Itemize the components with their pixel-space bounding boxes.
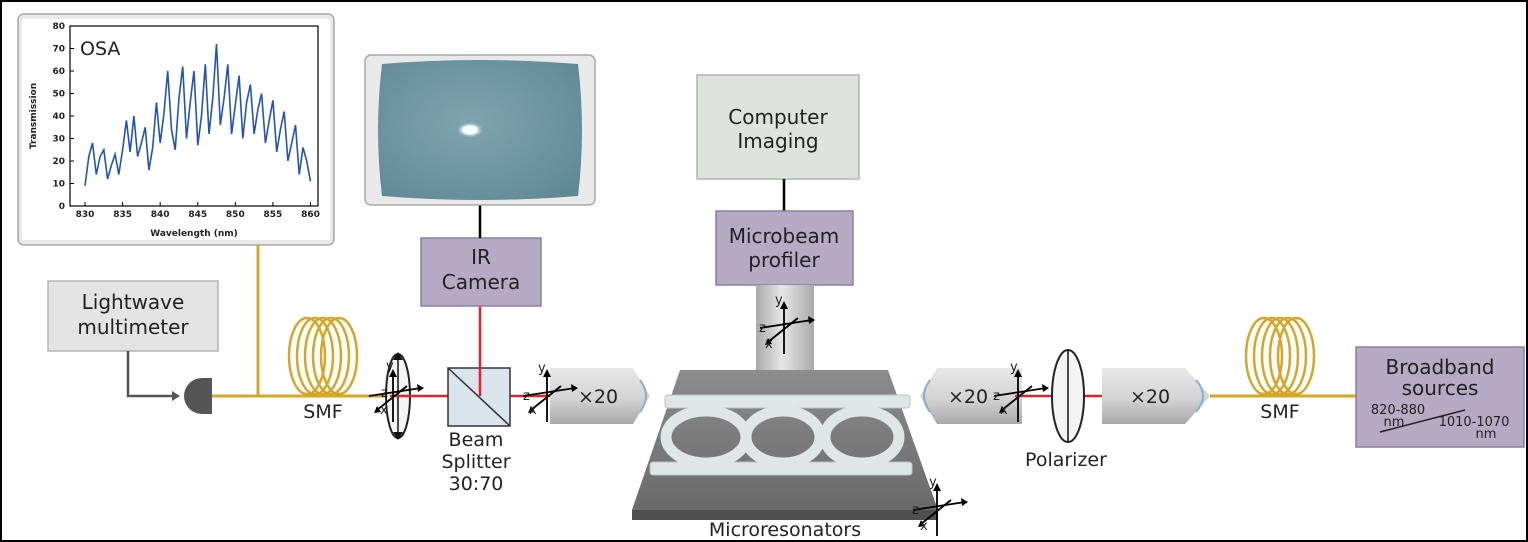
axis-y-label-4: y [1010, 360, 1018, 375]
axis-z-label-5: z [912, 503, 919, 518]
range2-value: 1010-1070 [1439, 415, 1510, 430]
microbeam-profiler: Microbeam profiler [715, 210, 854, 286]
axis-z-label-3: z [759, 321, 766, 336]
photodetector-icon [184, 378, 212, 414]
broadband-label-line1: Broadband [1385, 355, 1494, 379]
axis-y-label-2: y [538, 361, 546, 376]
osa-y-axis-label: Transmission [29, 83, 39, 149]
axis-x-label-3: x [765, 337, 773, 352]
smf-right-label: SMF [1260, 401, 1299, 423]
osa-x-axis-label: Wavelength (nm) [150, 229, 238, 239]
axis-y-label-3: y [775, 293, 783, 308]
osa-y-tick-label: 80 [52, 22, 65, 32]
ir-camera-label-line1: IR [471, 245, 491, 269]
osa-y-tick-label: 30 [52, 135, 65, 145]
lightwave-label-line1: Lightwave [82, 290, 185, 314]
computer-imaging: Computer Imaging [696, 74, 860, 180]
smf-coil-left [287, 316, 359, 396]
objective-mid [920, 368, 1022, 424]
osa-x-tick-label: 855 [264, 210, 283, 220]
beam-splitter-label-line2: Splitter [441, 451, 510, 473]
detector-cable [126, 351, 178, 398]
smf-coil-right [1244, 316, 1316, 396]
osa-y-tick-label: 0 [59, 202, 65, 212]
broadband-sources: Broadband sources 820-880 nm 1010-1070 n… [1355, 346, 1525, 448]
osa-spectrum-line [84, 43, 312, 186]
objective-mid-label: ×20 [948, 386, 988, 408]
microbeam-label-line2: profiler [748, 248, 820, 272]
range1-value: 820-880 [1371, 403, 1425, 418]
beam-splitter-label-line3: 30:70 [449, 473, 504, 495]
axis-y-label-1: y [386, 359, 394, 374]
computer-label-line1: Computer [728, 105, 828, 129]
beam-spot [456, 122, 484, 138]
osa-x-tick-label: 835 [113, 210, 132, 220]
osa-title: OSA [80, 38, 120, 60]
lightwave-label-line2: multimeter [77, 315, 189, 339]
objective-right-label: ×20 [1130, 386, 1170, 408]
osa-y-tick-label: 20 [52, 157, 65, 167]
osa-y-tick-label: 60 [52, 67, 65, 77]
beam-splitter-label-line1: Beam [449, 429, 504, 451]
objective-left-label: ×20 [578, 386, 618, 408]
range1-unit: nm [1384, 415, 1405, 430]
axis-x-label-1: x [380, 403, 388, 418]
osa-x-tick-label: 830 [76, 210, 95, 220]
lightwave-multimeter: Lightwave multimeter [47, 280, 219, 352]
smf-left-label: SMF [303, 401, 342, 423]
microresonators-label: Microresonators [709, 519, 861, 541]
objective-left [550, 368, 650, 424]
axis-x-label-4: x [1000, 403, 1008, 418]
polarizer-label: Polarizer [1025, 449, 1107, 471]
ir-camera-label-line2: Camera [442, 270, 521, 294]
axis-z-label-2: z [523, 389, 530, 404]
osa-monitor: 830 835 840 845 850 855 860 0 10 20 30 40 50 60 70 80 O… [17, 13, 335, 246]
osa-x-tick-label: 860 [301, 210, 320, 220]
osa-x-tick-label: 850 [226, 210, 245, 220]
osa-y-tick-label: 50 [52, 90, 65, 100]
axis-x-label-5: x [920, 519, 928, 534]
osa-y-tick-label: 10 [52, 180, 65, 190]
broadband-label-line2: sources [1402, 376, 1479, 400]
objective-right [1102, 368, 1210, 424]
osa-x-tick-label: 845 [188, 210, 207, 220]
axis-x-label-2: x [529, 403, 537, 418]
osa-y-tick-label: 70 [52, 45, 65, 55]
ir-camera: IR Camera [420, 237, 542, 307]
axis-z-label-1: z [381, 386, 388, 401]
microbeam-label-line1: Microbeam [729, 224, 840, 248]
cable-arrow-icon [172, 391, 180, 401]
osa-x-tick-label: 840 [151, 210, 170, 220]
microresonator-chip [632, 370, 938, 520]
computer-label-line2: Imaging [737, 129, 818, 153]
osa-y-tick-label: 40 [52, 112, 65, 122]
range2-unit: nm [1476, 427, 1497, 442]
axis-y-label-5: y [929, 475, 937, 490]
axis-z-label-4: z [993, 389, 1000, 404]
camera-monitor [364, 54, 596, 206]
